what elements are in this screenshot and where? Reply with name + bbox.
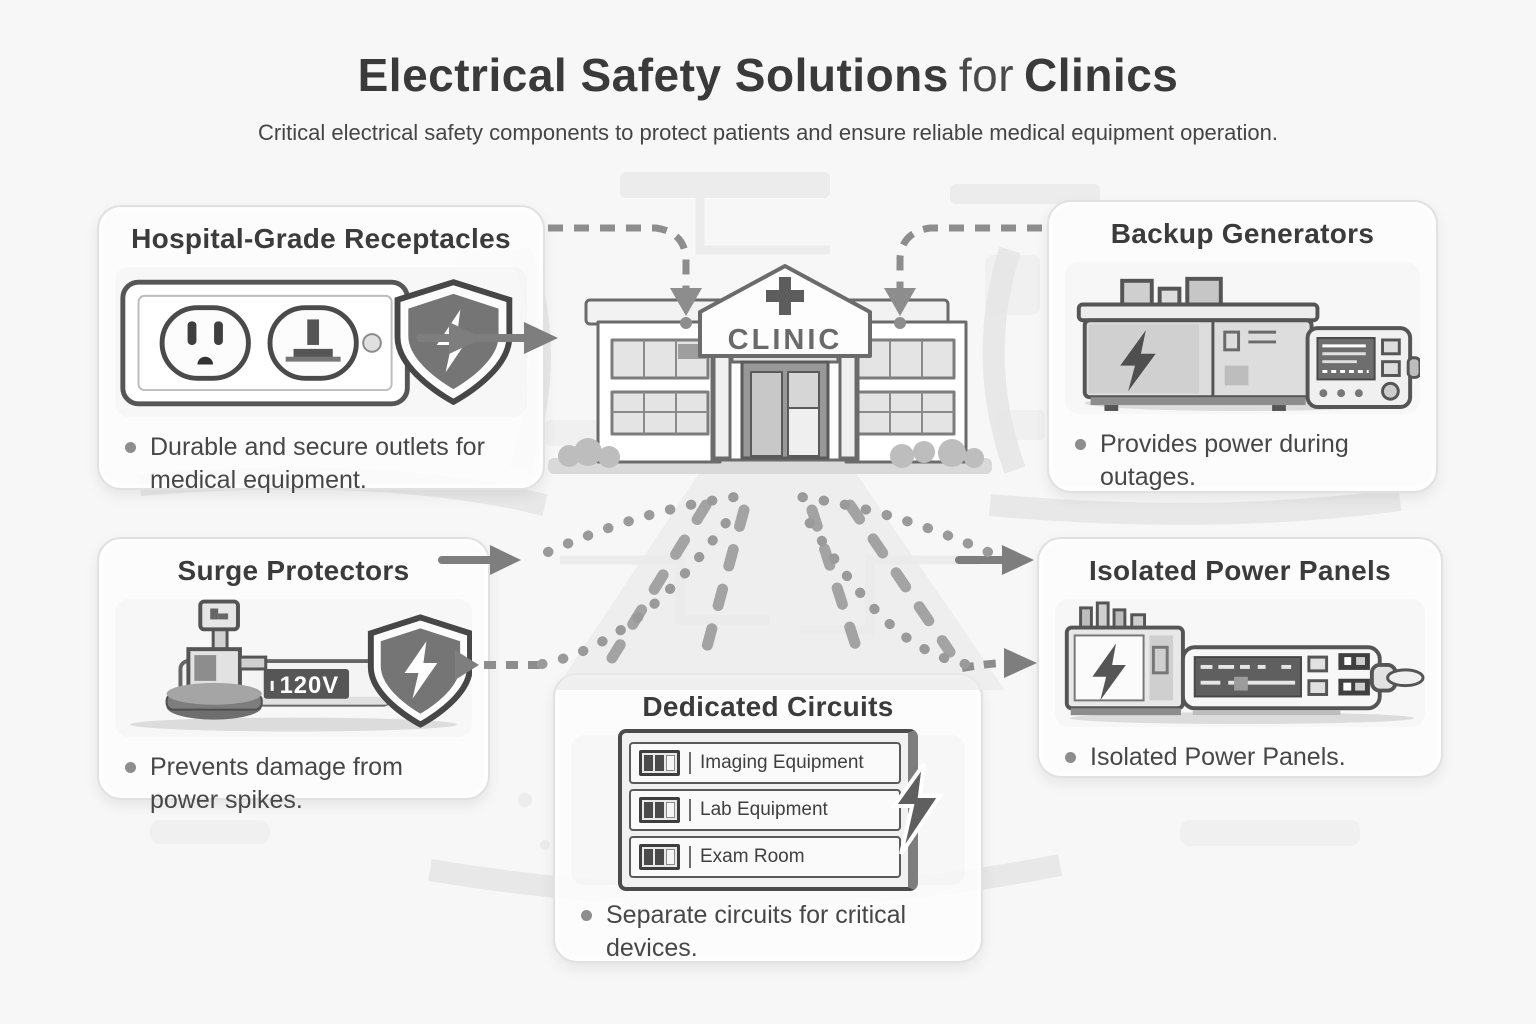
breaker-label: Imaging Equipment	[700, 752, 864, 773]
panel-title: Isolated Power Panels	[1089, 555, 1391, 586]
panel-dedicated-circuits: Dedicated Circuits Imaging Equipment Lab…	[553, 673, 983, 963]
voltage-display: 120V	[280, 672, 340, 699]
control-unit-icon	[1305, 326, 1420, 409]
bullet-dot	[125, 442, 136, 453]
page-subtitle: Critical electrical safety components to…	[258, 120, 1278, 145]
medical-cross-icon	[766, 277, 804, 315]
panel-surge-protectors: Surge Protectors	[97, 537, 490, 814]
shield-lightning-icon	[394, 279, 513, 406]
bullet-text: Provides power during outages.	[1100, 430, 1349, 491]
divider	[689, 752, 691, 774]
driveway	[548, 458, 1005, 690]
generators-illustration	[1065, 262, 1420, 414]
page-title-main: Electrical Safety Solutions	[357, 49, 949, 101]
panel-hospital-grade-receptacles: Hospital-Grade Receptacles	[97, 205, 545, 494]
dashed-connector-top-right	[884, 224, 1042, 329]
breaker-row-lab: Lab Equipment	[629, 789, 901, 831]
bullet-text: Prevents damage from power spikes.	[150, 753, 403, 814]
panel-isolated-power-panels: Isolated Power Panels	[1037, 537, 1443, 778]
arrow-center-to-isolated	[955, 545, 1034, 575]
bullet-text: Separate circuits for critical devices.	[606, 901, 907, 962]
bullet-dot	[581, 910, 592, 921]
power-panel-icon	[1064, 601, 1185, 716]
shield-lightning-icon	[367, 614, 472, 728]
receptacles-illustration	[115, 267, 527, 417]
breaker-row-exam: Exam Room	[629, 836, 901, 878]
divider	[689, 799, 691, 821]
panel-title: Surge Protectors	[177, 555, 410, 586]
bullet-dot	[1065, 752, 1076, 763]
bullet-dot	[1075, 439, 1086, 450]
surge-illustration: 120V	[115, 599, 472, 737]
clinic-building-illustration: CLINIC	[558, 264, 984, 468]
surge-protector-icon	[165, 599, 393, 720]
power-outlet-icon	[120, 279, 410, 407]
panel-title: Dedicated Circuits	[642, 691, 894, 722]
breaker-switch-icon	[639, 844, 680, 870]
breaker-switch-icon	[639, 750, 680, 776]
dedicated-illustration: Imaging Equipment Lab Equipment Exam Roo…	[571, 729, 965, 891]
circuit-breaker-icon: Imaging Equipment Lab Equipment Exam Roo…	[618, 729, 944, 891]
bullet-text: Isolated Power Panels.	[1090, 743, 1346, 771]
panel-backup-generators: Backup Generators	[1047, 200, 1438, 493]
generator-icon	[1076, 276, 1320, 411]
isolated-illustration	[1055, 599, 1425, 727]
bullet-dot	[125, 762, 136, 773]
breaker-label: Lab Equipment	[700, 799, 828, 820]
bullet-text: Durable and secure outlets for medical e…	[150, 433, 485, 494]
breaker-row-imaging: Imaging Equipment	[629, 742, 901, 784]
breaker-switch-icon	[639, 797, 680, 823]
dotted-connectors	[537, 491, 993, 669]
panel-title: Hospital-Grade Receptacles	[131, 223, 511, 254]
dashed-arrow-to-isolated-panel	[961, 648, 1037, 678]
dashed-connector-top-left	[548, 224, 702, 329]
breaker-label: Exam Room	[700, 846, 805, 867]
driveway-markings	[606, 499, 956, 671]
page-title-end: Clinics	[1024, 49, 1179, 101]
bushes	[558, 438, 984, 468]
page-title-connector: for	[958, 49, 1015, 101]
plug-icon	[1180, 645, 1425, 716]
lightning-bolt-icon	[890, 762, 944, 856]
divider	[689, 846, 691, 868]
clinic-sign: CLINIC	[728, 324, 843, 356]
panel-title: Backup Generators	[1110, 218, 1375, 249]
